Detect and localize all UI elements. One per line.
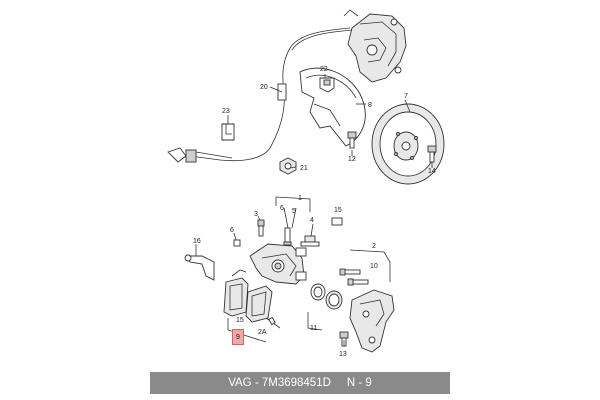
callout-15-bottom: 15 — [236, 317, 244, 324]
brake-pad-outer — [245, 285, 273, 323]
group-bracket-11 — [307, 312, 323, 331]
piston — [325, 290, 343, 310]
callout-12: 12 — [348, 156, 356, 163]
bracket-22 — [319, 77, 335, 93]
group-bracket-2 — [349, 249, 391, 282]
brake-disc — [371, 103, 445, 185]
callout-6: 6 — [280, 205, 284, 212]
caliper-carrier-top — [343, 9, 407, 83]
group-bracket-1 — [275, 196, 311, 212]
callout-2: 2 — [372, 243, 376, 250]
callout-3: 3 — [254, 211, 258, 218]
wear-wire-2a — [265, 316, 281, 329]
callout-11: 11 — [310, 325, 317, 332]
pad-spring-16 — [184, 254, 215, 281]
callout-14: 14 — [428, 168, 436, 175]
leader-lines — [195, 74, 433, 346]
callout-8: 8 — [368, 102, 372, 109]
pin-5 — [283, 227, 292, 246]
callout-10: 10 — [370, 263, 378, 270]
callout-16: 16 — [193, 238, 201, 245]
callout-4: 4 — [310, 217, 314, 224]
group-bracket-15 — [227, 318, 267, 343]
bolt-12 — [347, 131, 357, 149]
diagram-reference: N - 9 — [346, 377, 372, 389]
footer-separator — [331, 377, 347, 389]
seal-ring — [310, 283, 326, 301]
caliper-frame — [349, 289, 395, 353]
nut-21 — [279, 157, 297, 175]
part-code: VAG - 7M3698451D — [228, 377, 331, 389]
sleeve-4 — [300, 235, 320, 247]
callout-21: 21 — [300, 165, 308, 172]
clip-23 — [221, 123, 235, 141]
guide-bolts-10 — [339, 268, 369, 286]
brake-pad-inner — [223, 269, 249, 317]
callout-13: 13 — [339, 351, 347, 358]
callout-labels: 20 8 7 22 23 12 14 21 1 6 5 3 4 15 6 16 … — [193, 66, 436, 358]
callout-22: 22 — [320, 66, 328, 73]
callout-15-top: 15 — [334, 207, 342, 214]
callout-1: 1 — [298, 195, 302, 202]
callout-5: 5 — [292, 208, 296, 215]
bleed-screw-3 — [257, 219, 265, 237]
clip-15 — [331, 217, 343, 226]
callout-7: 7 — [404, 93, 408, 100]
callout-20: 20 — [260, 84, 268, 91]
cap-6 — [233, 239, 241, 247]
highlighted-part-number: 9 — [236, 333, 240, 341]
caliper-housing — [249, 243, 307, 285]
highlighted-part-marker: 9 — [232, 329, 244, 345]
part-number-footer: VAG - 7M3698451D N - 9 — [150, 372, 450, 394]
callout-6-left: 6 — [230, 227, 234, 234]
callout-23: 23 — [222, 108, 230, 115]
callout-2a: 2A — [258, 329, 267, 336]
